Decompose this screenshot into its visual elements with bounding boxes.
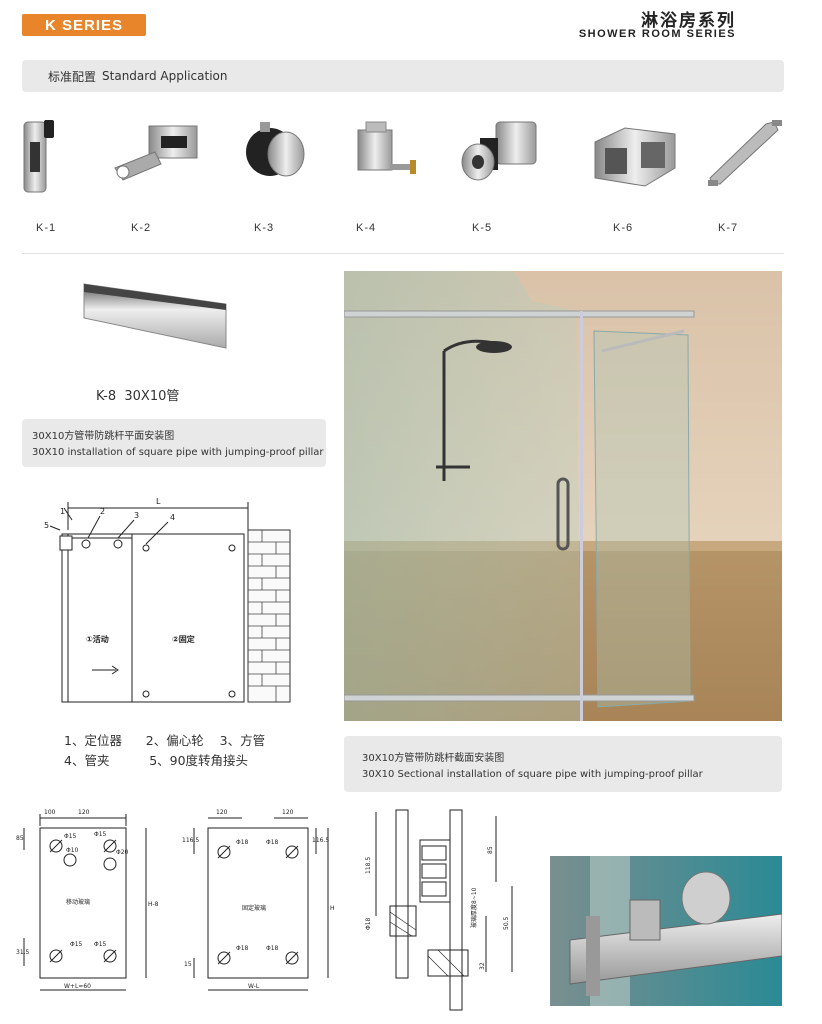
- product-code: K-1: [36, 222, 57, 234]
- dim-label: 32: [479, 962, 486, 970]
- dim-side: 116.5: [312, 837, 329, 844]
- roller-icon: [246, 122, 305, 177]
- section-drawing: 118.5 85 50.5 Φ18 32 玻璃厚度8~10: [365, 809, 513, 1011]
- dim-l: L: [156, 497, 161, 506]
- product-code: K-5: [472, 222, 493, 234]
- roller-detail-photo: [550, 856, 782, 1006]
- hole-label: Φ18: [266, 945, 279, 952]
- dim-top: 120: [282, 809, 294, 816]
- mark-3: 3: [134, 511, 139, 520]
- dim-top: 120: [78, 809, 90, 816]
- dim-side: 15: [184, 961, 192, 968]
- hole-label: Φ15: [94, 941, 107, 948]
- corner-joint-icon: [594, 127, 676, 187]
- hole-label: Φ15: [70, 941, 83, 948]
- legend-item: 1、定位器: [64, 733, 122, 748]
- dim-height: H: [330, 905, 335, 912]
- standard-label-cn: 标准配置: [48, 69, 97, 84]
- product-code: K-3: [254, 222, 275, 234]
- plan-caption-band: 30X10方管带防跳杆平面安装图 30X10 installation of s…: [22, 419, 326, 467]
- legend-item: 5、90度转角接头: [149, 753, 249, 768]
- dim-label: 玻璃厚度8~10: [470, 887, 478, 928]
- page-title-cn: 淋浴房系列: [641, 11, 736, 31]
- legend-item: 2、偏心轮: [145, 733, 204, 748]
- legend-item: 3、方管: [219, 733, 266, 748]
- glass-clamp-icon: [357, 121, 416, 174]
- product-k1: K-1: [0, 112, 90, 234]
- plan-drawing: L 5 1 2 3 4 ①活动 ②固定: [44, 497, 291, 703]
- mark-4: 4: [170, 513, 175, 522]
- glass-label: 移动玻璃: [66, 898, 90, 906]
- legend-item: 4、管夹: [64, 753, 110, 768]
- product-k5: K-5: [450, 112, 540, 234]
- square-pipe-icon: [83, 283, 227, 349]
- product-k4: K-4: [340, 112, 430, 234]
- product-k7: K-7: [700, 112, 790, 234]
- dim-label: 118.5: [365, 857, 372, 874]
- product-code: K-6: [613, 222, 634, 234]
- hole-label: Φ20: [116, 849, 129, 856]
- product-code: K-4: [356, 222, 377, 234]
- dim-side: 116.5: [182, 837, 199, 844]
- dim-label: 85: [487, 846, 494, 854]
- dim-label: Φ18: [365, 917, 372, 930]
- section-title-en: 30X10 Sectional installation of square p…: [362, 769, 703, 780]
- hole-label: Φ15: [94, 831, 107, 838]
- fixed-glass-drawing: 120 120 116.5 116.5 15 Φ18 Φ18 Φ18 Φ18 固…: [182, 809, 335, 991]
- moving-glass-drawing: 100 120 85 31.5 Φ15 Φ15 Φ10 Φ20 Φ15 Φ15 …: [16, 809, 159, 991]
- plan-title-cn: 30X10方管带防跳杆平面安装图: [32, 431, 175, 442]
- standard-application-band: 标准配置 Standard Application: [22, 60, 784, 92]
- connector-icon: [461, 121, 537, 181]
- handle-icon: [708, 120, 782, 186]
- section-title-cn: 30X10方管带防跳杆截面安装图: [362, 753, 505, 764]
- section-caption-band: 30X10方管带防跳杆截面安装图 30X10 Sectional install…: [344, 736, 782, 792]
- parts-legend: 1、定位器 2、偏心轮 3、方管 4、管夹 5、90度转角接头: [64, 731, 265, 771]
- panel-fixed-label: ②固定: [172, 634, 195, 644]
- panel-move-label: ①活动: [86, 634, 109, 644]
- mark-1: 1: [60, 507, 65, 516]
- dim-side: 31.5: [16, 949, 30, 956]
- hole-label: Φ18: [236, 839, 249, 846]
- hole-label: Φ10: [66, 847, 79, 854]
- dim-top: 120: [216, 809, 228, 816]
- product-k3: K-3: [230, 112, 320, 234]
- glass-label: 固定玻璃: [242, 904, 266, 912]
- lock-fitting-icon: [23, 120, 54, 193]
- k8-label: K-8 30X10管: [96, 385, 179, 404]
- hole-label: Φ18: [236, 945, 249, 952]
- hole-label: Φ18: [266, 839, 279, 846]
- plan-title-en: 30X10 installation of square pipe with j…: [32, 447, 324, 458]
- dim-label: 50.5: [503, 916, 510, 930]
- dim-top: 100: [44, 809, 56, 816]
- product-k2: K-2: [105, 112, 198, 234]
- product-code: K-2: [131, 222, 152, 234]
- standard-label-en: Standard Application: [102, 69, 228, 83]
- eccentric-wheel-icon: [114, 125, 198, 181]
- product-code: K-7: [718, 222, 739, 234]
- k8-name: 30X10管: [124, 389, 180, 404]
- mark-5: 5: [44, 521, 49, 530]
- dim-side: 85: [16, 835, 24, 842]
- divider: [22, 253, 784, 254]
- shower-room-photo: [344, 271, 782, 721]
- product-k6: K-6: [585, 112, 676, 234]
- page-title-en: SHOWER ROOM SERIES: [578, 28, 736, 40]
- dim-width: W+L=60: [64, 983, 91, 990]
- mark-2: 2: [100, 507, 105, 516]
- hole-label: Φ15: [64, 833, 77, 840]
- k8-code: K-8: [96, 389, 117, 404]
- series-badge: K SERIES: [22, 14, 146, 36]
- dim-height: H-8: [148, 901, 159, 908]
- dim-width: W-L: [248, 983, 260, 990]
